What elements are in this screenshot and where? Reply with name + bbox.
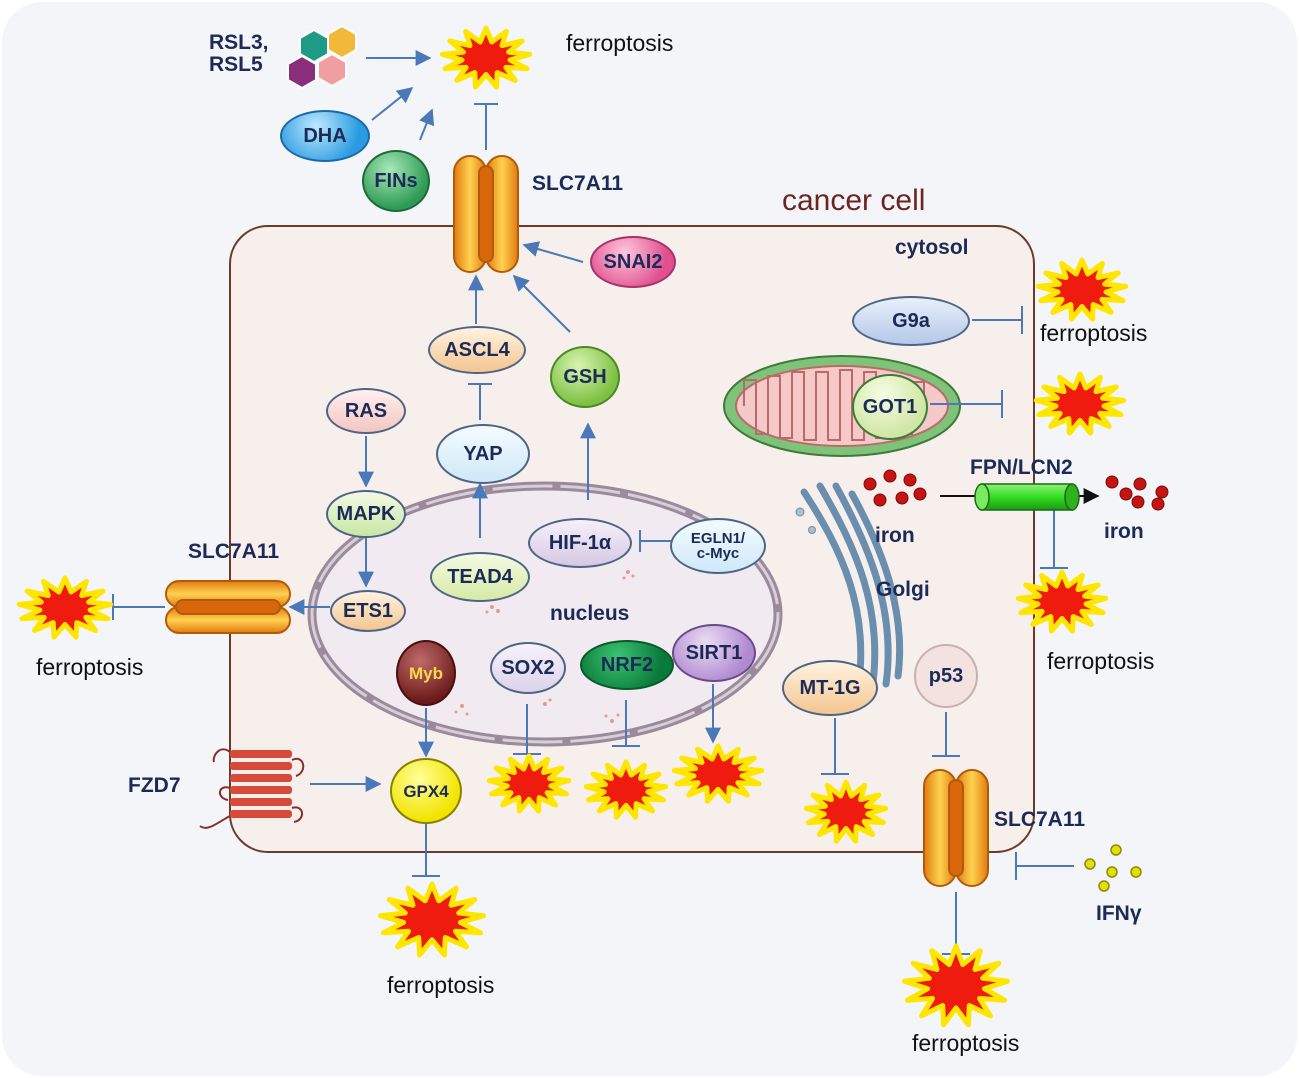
snai2-node: SNAI2 xyxy=(590,236,676,288)
ifn-particles xyxy=(1084,844,1142,892)
tead4-node: TEAD4 xyxy=(430,552,530,602)
slc7a11-bottom-channel xyxy=(948,779,964,877)
burst-gpx4 xyxy=(377,881,487,958)
slc7a11-transporters xyxy=(165,155,989,887)
ferroptosis-bursts xyxy=(16,25,1129,1028)
arrow-fins-to-ferroptosis xyxy=(419,108,435,141)
fins-node: FINs xyxy=(362,150,430,212)
rsl-label: RSL3, RSL5 xyxy=(209,31,269,77)
ferroptosis-label-left: ferroptosis xyxy=(36,654,144,680)
sox2-node: SOX2 xyxy=(490,642,566,694)
fzd7-label: FZD7 xyxy=(128,774,181,797)
ferroptosis-label-top: ferroptosis xyxy=(566,30,674,56)
chromatin-dots xyxy=(454,570,635,723)
burst-fpn xyxy=(1015,569,1109,634)
burst-sox2 xyxy=(486,753,572,814)
gsh-node: GSH xyxy=(550,346,620,408)
ets1-node: ETS1 xyxy=(330,590,406,632)
burst-top xyxy=(439,25,533,90)
ascl4-node: ASCL4 xyxy=(428,326,526,374)
cancer-cell-title: cancer cell xyxy=(782,184,926,217)
golgi-label: Golgi xyxy=(876,578,930,601)
burst-sirt1 xyxy=(671,743,765,804)
fpn-lcn2-transporter xyxy=(974,483,1080,511)
ras-node: RAS xyxy=(326,388,406,434)
sirt1-node: SIRT1 xyxy=(672,624,756,682)
slc7a11-left-channel xyxy=(175,599,281,615)
arrow-gsh-to-slc7a11 xyxy=(512,274,571,333)
ferroptosis-label-bottom: ferroptosis xyxy=(912,1030,1020,1056)
iron-particles-outside xyxy=(1105,475,1169,511)
burst-left xyxy=(16,575,114,640)
rsl-hexagons xyxy=(287,24,357,90)
ferroptosis-label-fpn: ferroptosis xyxy=(1047,648,1155,674)
mapk-node: MAPK xyxy=(326,490,406,538)
fpn-lcn2-label: FPN/LCN2 xyxy=(970,456,1073,479)
g9a-node: G9a xyxy=(852,296,970,346)
nucleus-label: nucleus xyxy=(550,602,630,625)
ferroptosis-label-g9a: ferroptosis xyxy=(1040,320,1148,346)
cytosol-label: cytosol xyxy=(895,236,969,259)
slc7a11-label-bottom: SLC7A11 xyxy=(994,808,1086,831)
slc7a11-top-channel xyxy=(478,165,494,263)
burst-nrf2 xyxy=(583,759,669,820)
iron-particles-inside xyxy=(863,469,927,507)
iron-label-inside: iron xyxy=(875,524,915,547)
slc7a11-label-left: SLC7A11 xyxy=(188,540,280,563)
nucleus-pores xyxy=(310,484,780,744)
burst-mt1g xyxy=(803,779,889,844)
ferroptosis-label-gpx4: ferroptosis xyxy=(387,972,495,998)
fzd7-receptor xyxy=(199,748,305,829)
slc7a11-label-top: SLC7A11 xyxy=(532,172,624,195)
iron-label-outside: iron xyxy=(1104,520,1144,543)
ifn-gamma-label: IFNγ xyxy=(1096,902,1142,925)
arrow-dha-to-ferroptosis xyxy=(371,87,414,121)
golgi-apparatus xyxy=(800,482,904,694)
dha-node: DHA xyxy=(280,110,370,162)
arrow-snai2-to-slc7a11 xyxy=(522,241,584,263)
yap-node: YAP xyxy=(436,424,530,484)
burst-bottom xyxy=(901,943,1011,1028)
p53-node: p53 xyxy=(914,644,978,708)
hif-1a-node: HIF-1α xyxy=(528,518,632,568)
burst-g9a xyxy=(1035,257,1129,322)
pathway-connectors xyxy=(112,50,1074,955)
got1-node: GOT1 xyxy=(852,374,928,440)
mt-1g-node: MT-1G xyxy=(782,660,878,716)
burst-got1 xyxy=(1033,371,1127,436)
egln1-cmyc-node: EGLN1/ c-Myc xyxy=(670,518,766,574)
gpx4-node: GPX4 xyxy=(390,758,462,824)
myb-node: Myb xyxy=(396,640,456,706)
nrf2-node: NRF2 xyxy=(580,640,674,690)
